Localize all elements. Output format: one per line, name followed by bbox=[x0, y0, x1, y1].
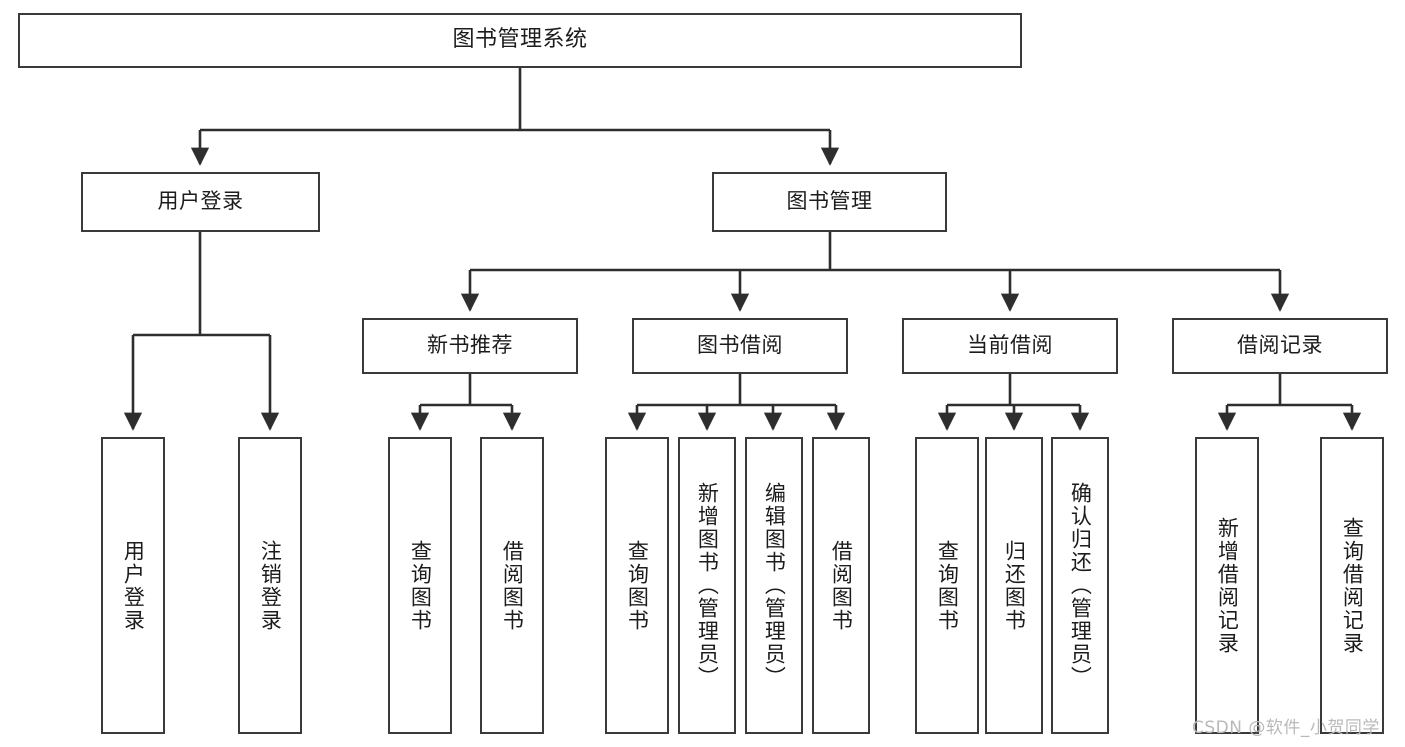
leaf-query-book-borrow-label: 查询图书 bbox=[625, 539, 650, 632]
leaf-user-login-label: 用户登录 bbox=[121, 539, 146, 632]
leaf-query-book-current-label: 查询图书 bbox=[935, 539, 960, 632]
leaf-add-book-admin[interactable]: 新增图书（管理员） bbox=[678, 437, 736, 734]
leaf-query-borrow-record[interactable]: 查询借阅记录 bbox=[1320, 437, 1384, 734]
node-book-management[interactable]: 图书管理 bbox=[712, 172, 947, 232]
leaf-confirm-return-admin[interactable]: 确认归还（管理员） bbox=[1051, 437, 1109, 734]
node-root[interactable]: 图书管理系统 bbox=[18, 13, 1022, 68]
leaf-query-book-recommend[interactable]: 查询图书 bbox=[388, 437, 452, 734]
leaf-user-login[interactable]: 用户登录 bbox=[101, 437, 165, 734]
leaf-add-borrow-record-label: 新增借阅记录 bbox=[1215, 516, 1240, 655]
leaf-edit-book-admin[interactable]: 编辑图书（管理员） bbox=[745, 437, 803, 734]
leaf-return-book[interactable]: 归还图书 bbox=[985, 437, 1043, 734]
leaf-borrow-book-label: 借阅图书 bbox=[829, 539, 854, 632]
leaf-logout-label: 注销登录 bbox=[258, 539, 283, 632]
leaf-edit-book-admin-label: 编辑图书（管理员） bbox=[762, 482, 787, 689]
node-new-book-recommend-label: 新书推荐 bbox=[427, 333, 513, 358]
node-user-login[interactable]: 用户登录 bbox=[81, 172, 320, 232]
watermark: CSDN @软件_小贺同学 bbox=[1192, 718, 1380, 738]
leaf-query-book-recommend-label: 查询图书 bbox=[408, 539, 433, 632]
node-current-borrow[interactable]: 当前借阅 bbox=[902, 318, 1118, 374]
leaf-logout[interactable]: 注销登录 bbox=[238, 437, 302, 734]
node-borrow-record-label: 借阅记录 bbox=[1237, 333, 1323, 358]
node-borrow-record[interactable]: 借阅记录 bbox=[1172, 318, 1388, 374]
leaf-confirm-return-admin-label: 确认归还（管理员） bbox=[1068, 482, 1093, 689]
leaf-query-book-borrow[interactable]: 查询图书 bbox=[605, 437, 669, 734]
leaf-borrow-book-recommend-label: 借阅图书 bbox=[500, 539, 525, 632]
node-book-borrow[interactable]: 图书借阅 bbox=[632, 318, 848, 374]
leaf-borrow-book-recommend[interactable]: 借阅图书 bbox=[480, 437, 544, 734]
node-book-borrow-label: 图书借阅 bbox=[697, 333, 783, 358]
node-new-book-recommend[interactable]: 新书推荐 bbox=[362, 318, 578, 374]
leaf-add-borrow-record[interactable]: 新增借阅记录 bbox=[1195, 437, 1259, 734]
node-book-management-label: 图书管理 bbox=[786, 189, 873, 214]
leaf-add-book-admin-label: 新增图书（管理员） bbox=[695, 482, 720, 689]
leaf-query-book-current[interactable]: 查询图书 bbox=[915, 437, 979, 734]
leaf-borrow-book[interactable]: 借阅图书 bbox=[812, 437, 870, 734]
node-current-borrow-label: 当前借阅 bbox=[967, 333, 1053, 358]
node-user-login-label: 用户登录 bbox=[157, 189, 244, 214]
leaf-return-book-label: 归还图书 bbox=[1002, 539, 1027, 632]
leaf-query-borrow-record-label: 查询借阅记录 bbox=[1340, 516, 1365, 655]
node-root-label: 图书管理系统 bbox=[452, 27, 588, 53]
